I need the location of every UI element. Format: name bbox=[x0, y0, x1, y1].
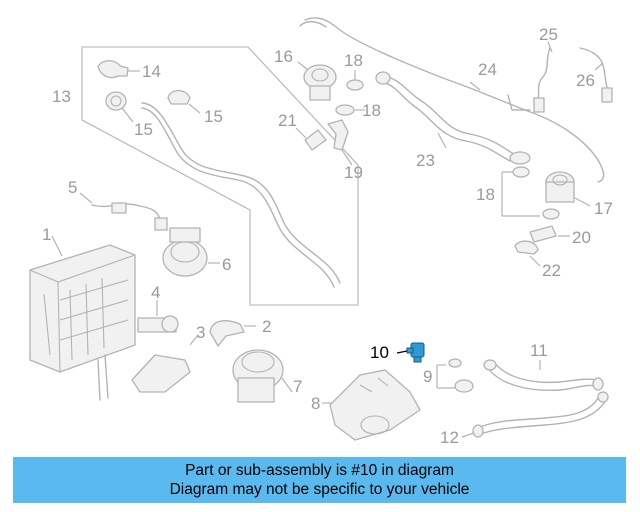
callout-18b: 18 bbox=[362, 101, 381, 120]
callout-26: 26 bbox=[576, 71, 595, 90]
callout-4: 4 bbox=[151, 283, 160, 302]
callout-18a: 18 bbox=[344, 51, 363, 70]
callout-10: 10 bbox=[370, 343, 389, 362]
banner-line-1: Part or sub-assembly is #10 in diagram bbox=[185, 462, 454, 479]
banner-line-2: Diagram may not be specific to your vehi… bbox=[169, 481, 470, 498]
part-21 bbox=[295, 127, 327, 151]
part-2 bbox=[209, 320, 256, 347]
part-23 bbox=[375, 71, 531, 165]
info-banner: Part or sub-assembly is #10 in diagram D… bbox=[13, 457, 626, 503]
part-5 bbox=[79, 192, 168, 231]
callout-24: 24 bbox=[478, 60, 497, 79]
callout-20: 20 bbox=[572, 228, 591, 247]
callout-1: 1 bbox=[42, 225, 51, 244]
parts-diagram: 1 2 3 4 5 6 7 8 9 10 11 12 13 14 15 15 1… bbox=[29, 17, 613, 447]
part-22 bbox=[514, 240, 541, 267]
part-7 bbox=[232, 349, 293, 403]
callout-2: 2 bbox=[262, 317, 271, 336]
callout-7: 7 bbox=[293, 377, 302, 396]
panel-hose bbox=[141, 102, 341, 284]
part-16 bbox=[297, 61, 337, 101]
callout-13: 13 bbox=[52, 87, 71, 106]
callout-18c: 18 bbox=[476, 185, 495, 204]
part-17 bbox=[545, 171, 591, 207]
part-8 bbox=[322, 369, 421, 441]
callout-21: 21 bbox=[278, 111, 297, 130]
part-14 bbox=[97, 60, 140, 79]
part-3 bbox=[131, 334, 199, 393]
callout-11: 11 bbox=[530, 341, 548, 360]
callout-19: 19 bbox=[344, 163, 363, 182]
callout-23: 23 bbox=[416, 151, 435, 170]
part-15a bbox=[105, 91, 134, 123]
part-26 bbox=[579, 47, 613, 103]
part-10-highlighted bbox=[396, 342, 425, 363]
callout-9: 9 bbox=[423, 367, 432, 386]
callout-3: 3 bbox=[196, 323, 205, 342]
callout-15b: 15 bbox=[204, 107, 223, 126]
inset-panel bbox=[81, 46, 359, 306]
callout-8: 8 bbox=[311, 394, 320, 413]
callout-22: 22 bbox=[542, 261, 561, 280]
callout-5: 5 bbox=[68, 178, 77, 197]
part-11 bbox=[483, 359, 604, 392]
part-15b bbox=[167, 89, 201, 114]
part-24 bbox=[299, 17, 605, 183]
callout-16: 16 bbox=[274, 47, 293, 66]
part-9 bbox=[436, 358, 474, 393]
callout-25: 25 bbox=[539, 25, 558, 44]
callout-15a: 15 bbox=[134, 120, 153, 139]
callout-17: 17 bbox=[594, 199, 613, 218]
part-1 bbox=[29, 235, 136, 401]
part-12 bbox=[461, 391, 609, 438]
callout-6: 6 bbox=[222, 255, 231, 274]
part-19 bbox=[327, 119, 353, 166]
part-20 bbox=[529, 225, 570, 243]
part-18-bracket bbox=[501, 166, 560, 220]
callout-14: 14 bbox=[142, 62, 161, 81]
part-25 bbox=[533, 41, 553, 113]
part-4 bbox=[137, 300, 179, 333]
callout-12: 12 bbox=[440, 428, 459, 447]
part-6 bbox=[162, 227, 220, 277]
part-18-top bbox=[335, 70, 365, 116]
